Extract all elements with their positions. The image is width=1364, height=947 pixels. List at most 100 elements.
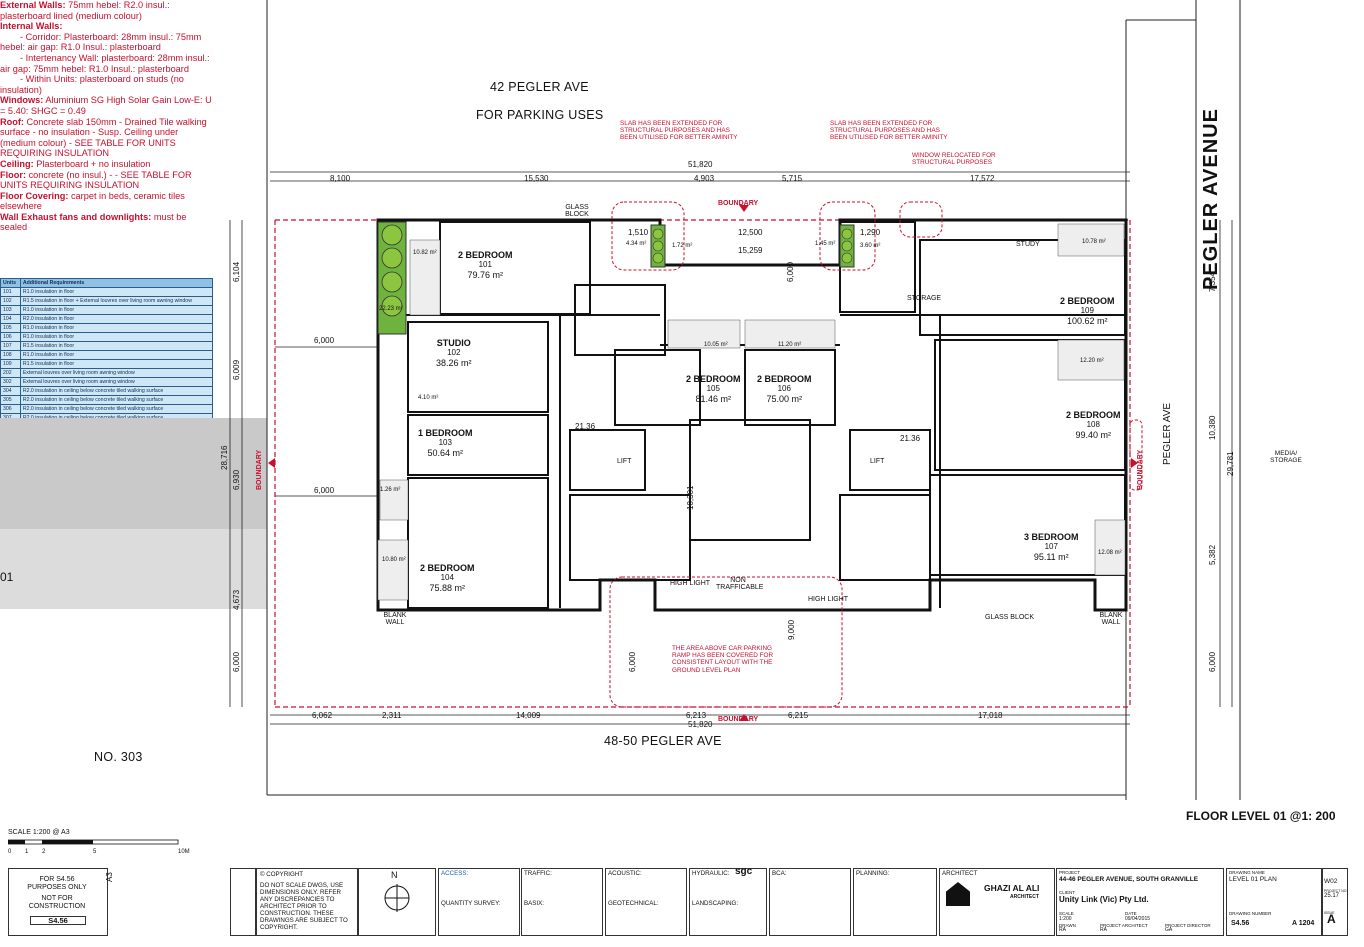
spec-note-heading: Internal Walls: [0,21,63,32]
storage-label: STORAGE [907,295,942,302]
revision-code: W02 [1324,878,1338,885]
hydraulic-label: HYDRAULIC: [692,870,730,877]
dimension-label: 28,716 [220,445,229,470]
spec-note-heading: External Walls: [0,0,66,10]
unit-type: 2 BEDROOM [458,250,513,260]
dimension-label: 14,009 [516,711,541,720]
spec-note-text: must be sealed [0,211,190,233]
dimension-label: 2,311 [382,711,402,720]
unit-no: 104 [440,573,454,582]
unit-area: 75.88 m² [429,583,466,593]
unit-type: 3 BEDROOM [1024,532,1079,542]
unit-type: STUDIO [436,338,471,348]
landscaping-label: LANDSCAPING: [692,900,739,907]
stamp-line1: FOR S4.56 [39,876,75,883]
unit-area: 99.40 m² [1075,430,1112,440]
spec-note-heading: Wall Exhaust fans and downlights: [0,211,152,222]
unit-type: 2 BEDROOM [420,563,475,573]
spec-note-heading: Roof: [0,116,24,127]
drawing-number-label: DRAWING NUMBER [1229,911,1272,916]
balcony-area: 1.26 m² [380,487,401,493]
unit-area: 50.64 m² [427,448,464,458]
drawing-title: FLOOR LEVEL 01 @1: 200 [1186,809,1336,823]
north-address: 42 PEGLER AVE [490,80,589,94]
issue-label: ISSUE [1324,911,1335,915]
dimension-label: 6,104 [232,261,241,282]
unit-area: 95.11 m² [1033,552,1069,562]
balcony-area: 1.72 m² [672,243,693,249]
unit-no: 105 [706,384,720,393]
dimension-label: 5,715 [782,174,803,183]
north-arrow-icon [384,884,410,912]
spec-note: Floor Covering: carpet in beds, ceramic … [0,191,215,212]
dimension-label: 8,100 [330,174,351,183]
ramp-note: THE AREA ABOVE CAR PARKING RAMP HAS BEEN… [672,645,774,674]
traffic-label: TRAFFIC: [524,870,552,877]
spec-note-text: - Corridor: Plasterboard: 28mm insul.: 7… [0,31,204,53]
geotech-label: GEOTECHNICAL: [608,900,659,907]
unit-area: 79.76 m² [467,270,504,280]
copyright-box [256,868,358,936]
north-label: N [391,870,398,880]
level-right: 21.36 [900,434,921,443]
revision-box [230,868,256,936]
spec-note-text: - Intertenancy Wall: plasterboard: 28mm … [0,52,213,74]
slab-note-1: SLAB HAS BEEN EXTENDED FOR STRUCTURAL PU… [620,120,738,142]
drawing-box [1226,868,1322,936]
planter-trees [377,221,855,335]
slab-note-2: SLAB HAS BEEN EXTENDED FOR STRUCTURAL PU… [830,120,948,142]
spec-notes: External Walls: 75mm hebel: R2.0 insul.:… [0,0,215,233]
spec-note: Ceiling: Plasterboard + no insulation [0,159,215,170]
access-box [438,868,520,936]
unit-no: 109 [1080,306,1094,315]
unit-area: 100.62 m² [1066,316,1108,326]
stamp-side: A3 [105,872,114,882]
dimension-label: 4,673 [232,589,241,610]
balcony-area: 12.20 m² [1080,358,1104,364]
drawing-number: S4.56 [1231,920,1250,927]
spec-note-heading: Ceiling: [0,158,34,169]
proj-no: 25.17 [1324,893,1340,899]
scale-tick: 1 [25,849,29,855]
dimension-label: 51,820 [688,160,713,169]
issue-value: A [1327,912,1336,926]
boundary-bottom: BOUNDARY [718,716,759,723]
checked-label: PROJECT ARCHITECT [1100,923,1148,928]
dimension-label: 15,259 [738,246,763,255]
unit-area: 38.26 m² [436,358,472,368]
dimension-label: 6,215 [788,711,809,720]
left-label-01: 01 [0,570,14,584]
spec-note-heading: Floor: [0,169,27,180]
boundary-top: BOUNDARY [718,200,759,207]
architect-name: GHAZI AL ALI [984,883,1040,893]
north-use: FOR PARKING USES [476,108,604,122]
dimension-label: 1,510 [628,228,649,237]
project-label: PROJECT [1059,870,1081,875]
spec-note: Internal Walls: [0,21,215,32]
drawing-sheet: A 1204 [1292,920,1315,927]
checked-value: RA [1100,927,1107,933]
spec-note-text: carpet in beds, ceramic tiles elsewhere [0,190,188,212]
drawn-value: RA [1059,927,1066,933]
unit-type: 2 BEDROOM [1066,410,1121,420]
spec-note-heading: Floor Covering: [0,190,69,201]
scale-label-tb: SCALE [1059,911,1074,916]
dimension-label: 12,500 [738,228,763,237]
dimension-label: 6,000 [232,651,241,672]
spec-note: - Within Units: plasterboard on studs (n… [0,74,215,95]
dimension-label: 7,354 [1208,271,1217,292]
spec-note: Wall Exhaust fans and downlights: must b… [0,212,215,233]
spec-note: - Intertenancy Wall: plasterboard: 28mm … [0,53,215,74]
date-value: 09/04/2015 [1125,916,1151,922]
stamp-line4: CONSTRUCTION [28,903,86,910]
acoustic-label: ACOUSTIC: [608,870,642,877]
balcony-area: 22.23 m² [379,306,403,312]
hydraulic-box [689,868,767,936]
client-name: Unity Link (Vic) Pty Ltd. [1059,895,1149,904]
unit-no: 108 [1086,420,1100,429]
